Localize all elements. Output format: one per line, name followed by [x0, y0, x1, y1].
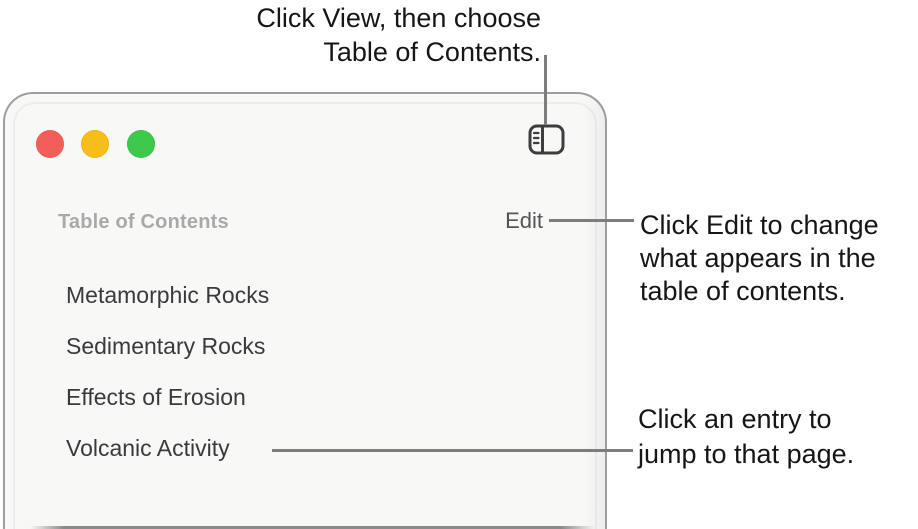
- callout-edit-line1: Click Edit to change: [640, 210, 879, 240]
- callout-line-entry: [272, 449, 633, 452]
- zoom-button[interactable]: [127, 130, 155, 158]
- callout-entry: Click an entry to jump to that page.: [638, 402, 854, 472]
- close-button[interactable]: [36, 130, 64, 158]
- callout-view-menu-line2: Table of Contents.: [323, 37, 541, 67]
- minimize-button[interactable]: [81, 130, 109, 158]
- table-of-contents-icon: [528, 124, 565, 158]
- toc-entry-metamorphic-rocks[interactable]: Metamorphic Rocks: [66, 282, 270, 308]
- toc-entry-volcanic-activity[interactable]: Volcanic Activity: [66, 435, 230, 461]
- sidebar-header: Table of Contents: [58, 211, 229, 233]
- toc-entry-sedimentary-rocks[interactable]: Sedimentary Rocks: [66, 333, 266, 359]
- table-of-contents-toolbar-button[interactable]: [526, 124, 566, 158]
- table-of-contents-list: Metamorphic Rocks Sedimentary Rocks Effe…: [66, 280, 269, 484]
- callout-edit: Click Edit to change what appears in the…: [640, 209, 879, 308]
- window-edge-shadow: [583, 94, 605, 529]
- callout-entry-line1: Click an entry to: [638, 404, 832, 434]
- callout-view-menu: Click View, then choose Table of Content…: [140, 1, 541, 69]
- callout-entry-line2: jump to that page.: [638, 439, 855, 469]
- pages-window: Table of Contents Edit Metamorphic Rocks…: [3, 92, 607, 529]
- callout-view-menu-line1: Click View, then choose: [256, 3, 541, 33]
- toc-entry-effects-of-erosion[interactable]: Effects of Erosion: [66, 384, 246, 410]
- callout-line-edit: [549, 219, 634, 222]
- callout-line-view-menu: [544, 55, 547, 125]
- callout-edit-line2: what appears in the: [640, 243, 876, 273]
- callout-edit-line3: table of contents.: [640, 276, 846, 306]
- edit-button[interactable]: Edit: [505, 208, 543, 233]
